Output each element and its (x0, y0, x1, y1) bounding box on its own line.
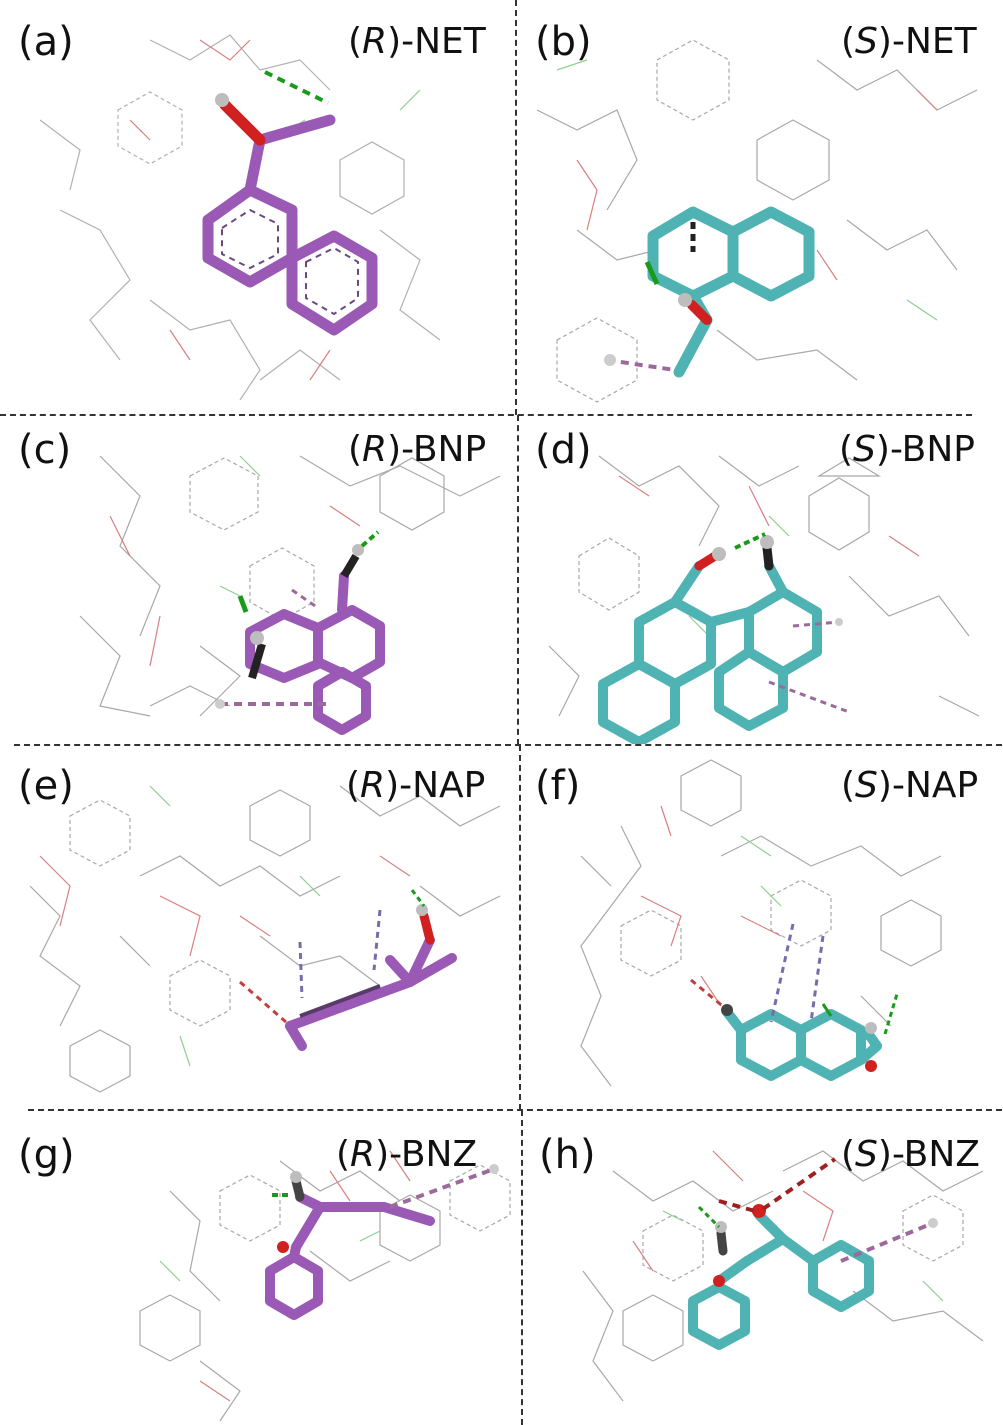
ligand-r-bnp (245, 571, 385, 735)
compound-name: BNZ (400, 1134, 478, 1175)
panel-f-structure (580, 759, 942, 1087)
panel-e: (e) (R)-NAP (0, 746, 519, 1108)
panel-d: (d) (S)-BNP (519, 416, 1003, 744)
chirality: S (855, 21, 878, 62)
ligand-r-nap (285, 935, 457, 1051)
horizontal-divider-2 (14, 744, 1002, 746)
panel-h-structure (582, 1150, 984, 1402)
panel-b-structure (536, 39, 978, 403)
compound-name: NET (414, 21, 486, 62)
panel-e-title: (R)-NAP (346, 765, 486, 806)
panel-g: (g) (R)-BNZ (0, 1111, 521, 1425)
panel-a-label: (a) (18, 19, 74, 65)
panel-h-label: (h) (539, 1132, 596, 1178)
panel-e-structure (29, 785, 501, 1093)
vertical-divider-top (515, 0, 517, 415)
compound-name: NET (904, 21, 977, 62)
panel-a: (a) (R)-NET (0, 0, 515, 414)
compound-name: NAP (904, 765, 979, 806)
panel-g-label: (g) (18, 1132, 75, 1178)
chirality: S (853, 429, 876, 470)
h-bond-line (264, 70, 329, 105)
chirality: S (855, 1134, 878, 1175)
panel-a-title: (R)-NET (348, 21, 486, 62)
ligand-r-bnz (265, 1192, 435, 1320)
panel-d-structure (548, 455, 980, 744)
ligand-s-net (647, 206, 815, 378)
chirality: R (360, 765, 386, 806)
vertical-divider-bottom (521, 1110, 523, 1425)
horizontal-divider-1 (0, 414, 972, 416)
panel-c: (c) (R)-BNP (0, 416, 517, 744)
panel-h-title: (S)-BNZ (841, 1134, 980, 1175)
ligand-r-net (202, 99, 378, 336)
panel-b-title: (S)-NET (841, 21, 977, 62)
panel-e-label: (e) (18, 763, 74, 809)
chirality: R (350, 1134, 376, 1175)
horizontal-divider-3 (28, 1109, 1002, 1111)
panel-f: (f) (S)-NAP (521, 746, 1003, 1108)
panel-c-title: (R)-BNP (348, 429, 487, 470)
panel-f-label: (f) (535, 763, 581, 809)
chirality: R (362, 21, 388, 62)
compound-name: NAP (412, 765, 486, 806)
panel-h: (h) (S)-BNZ (523, 1111, 1003, 1425)
compound-name: BNP (412, 429, 487, 470)
panel-f-title: (S)-NAP (841, 765, 979, 806)
panel-b: (b) (S)-NET (517, 0, 1003, 414)
ligand-s-bnp (598, 561, 822, 744)
panel-g-structure (139, 1150, 511, 1422)
vertical-divider-middle (517, 415, 519, 745)
panel-c-structure (79, 455, 501, 735)
compound-name: BNP (901, 429, 976, 470)
ligand-s-nap (722, 1007, 882, 1081)
chirality: R (362, 429, 388, 470)
panel-c-label: (c) (18, 427, 72, 473)
panel-b-label: (b) (535, 19, 592, 65)
panel-d-title: (S)-BNP (839, 429, 976, 470)
panel-a-structure (39, 34, 441, 401)
panel-g-title: (R)-BNZ (336, 1134, 478, 1175)
compound-name: BNZ (903, 1134, 980, 1175)
chirality: S (855, 765, 878, 806)
ligand-s-bnz (688, 1210, 874, 1350)
vertical-divider-lower (519, 745, 521, 1110)
panel-d-label: (d) (535, 427, 592, 473)
